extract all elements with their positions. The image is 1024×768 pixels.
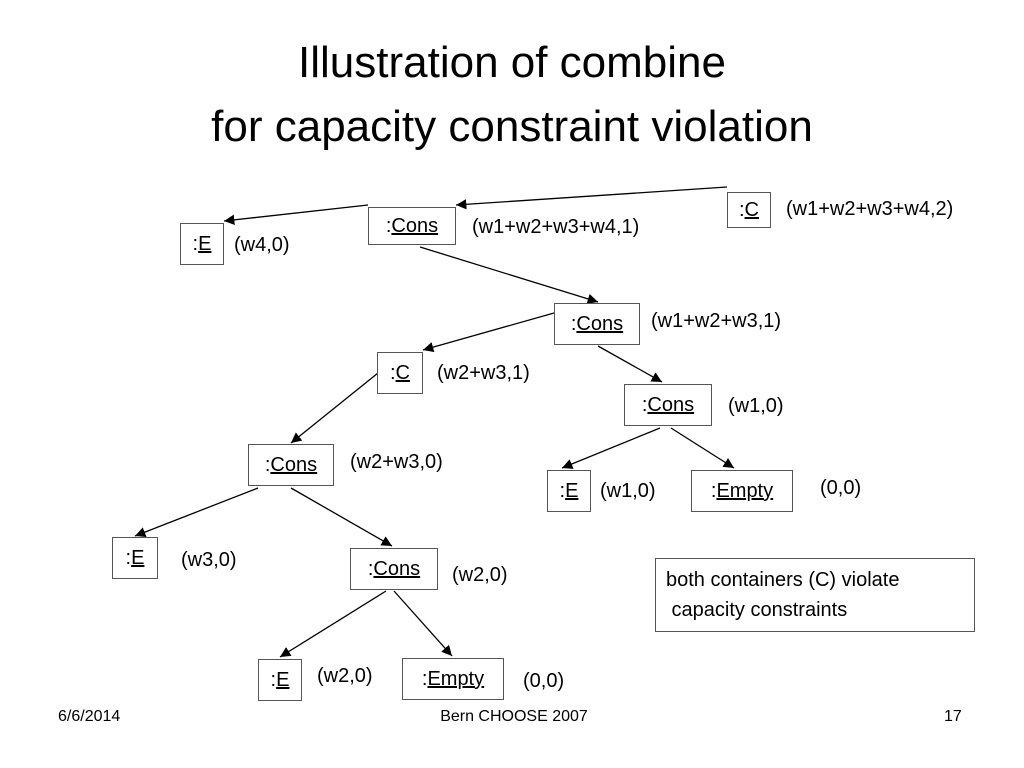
- node-cons-4: :Cons: [248, 444, 334, 486]
- node-prefix: :: [738, 198, 745, 221]
- node-label-c-mid: (w2+w3,1): [437, 362, 530, 384]
- node-name: E: [565, 479, 579, 502]
- node-e-w1: :E: [547, 470, 591, 512]
- footer-center: Bern CHOOSE 2007: [440, 708, 588, 725]
- footer-date: 6/6/2014: [58, 708, 121, 725]
- node-prefix: :: [389, 361, 396, 384]
- edge-cons2-to-c_mid: [422, 312, 555, 353]
- node-name: Cons: [576, 312, 624, 335]
- node-prefix: :: [570, 312, 577, 335]
- node-label-cons-2: (w1+w2+w3,1): [651, 310, 782, 332]
- edge-cons4-to-cons5: [290, 487, 393, 547]
- node-prefix: :: [367, 557, 374, 580]
- node-e-w4: :E: [180, 223, 224, 265]
- edge-cons2-to-cons3: [597, 345, 663, 383]
- node-cons-2: :Cons: [554, 303, 640, 345]
- edge-cons4-to-e_w3: [134, 487, 259, 538]
- node-name: Cons: [373, 557, 421, 580]
- node-name: Cons: [647, 393, 695, 416]
- node-label-cons-1: (w1+w2+w3+w4,1): [472, 216, 640, 238]
- slide-title-line-1: Illustration of combine: [298, 38, 726, 87]
- node-cons-3: :Cons: [624, 384, 712, 426]
- edge-cons3-to-empty1: [670, 427, 735, 469]
- node-label-e-w1: (w1,0): [600, 480, 656, 502]
- node-label-e-w3: (w3,0): [181, 549, 237, 571]
- node-name: C: [744, 198, 759, 221]
- node-prefix: :: [385, 214, 392, 237]
- node-c-top: :C: [727, 192, 771, 228]
- node-e-w2: :E: [258, 659, 302, 701]
- node-name: Empty: [716, 479, 774, 502]
- node-name: C: [395, 361, 410, 384]
- node-label-empty-2: (0,0): [523, 670, 565, 692]
- node-prefix: :: [125, 546, 132, 569]
- node-label-cons-5: (w2,0): [452, 564, 508, 586]
- edge-c_top-to-cons1: [455, 186, 728, 210]
- node-cons-1: :Cons: [368, 207, 456, 245]
- node-name: E: [131, 546, 145, 569]
- node-prefix: :: [270, 668, 277, 691]
- node-prefix: :: [264, 453, 271, 476]
- node-e-w3: :E: [112, 537, 158, 579]
- node-cons-5: :Cons: [350, 548, 438, 590]
- node-name: Empty: [427, 667, 485, 690]
- edge-cons1-to-e_w4: [223, 204, 369, 226]
- node-prefix: :: [421, 667, 428, 690]
- node-label-cons-4: (w2+w3,0): [350, 451, 443, 473]
- node-prefix: :: [710, 479, 717, 502]
- edge-cons5-to-empty2: [393, 590, 453, 657]
- node-label-e-w4: (w4,0): [234, 234, 290, 256]
- node-label-cons-3: (w1,0): [728, 395, 784, 417]
- node-label-e-w2: (w2,0): [317, 665, 373, 687]
- node-label-c-top: (w1+w2+w3+w4,2): [786, 198, 954, 220]
- node-prefix: :: [641, 393, 648, 416]
- footer-page-number: 17: [944, 708, 962, 725]
- edge-cons1-to-cons2: [419, 246, 599, 304]
- node-label-empty-1: (0,0): [820, 477, 862, 499]
- node-prefix: :: [559, 479, 566, 502]
- slide-title-line-2: for capacity constraint violation: [211, 102, 813, 151]
- node-c-mid: :C: [377, 352, 423, 394]
- node-empty-1: :Empty: [691, 470, 793, 512]
- edge-c_mid-to-cons4: [290, 372, 379, 444]
- node-empty-2: :Empty: [402, 658, 504, 700]
- node-name: E: [198, 232, 212, 255]
- edge-cons3-to-e_w1: [561, 427, 661, 469]
- node-name: Cons: [270, 453, 318, 476]
- node-name: Cons: [391, 214, 439, 237]
- node-prefix: :: [192, 232, 199, 255]
- node-name: E: [276, 668, 290, 691]
- note-box: both containers (C) violate capacity con…: [655, 558, 975, 632]
- edge-cons5-to-e_w2: [279, 590, 387, 658]
